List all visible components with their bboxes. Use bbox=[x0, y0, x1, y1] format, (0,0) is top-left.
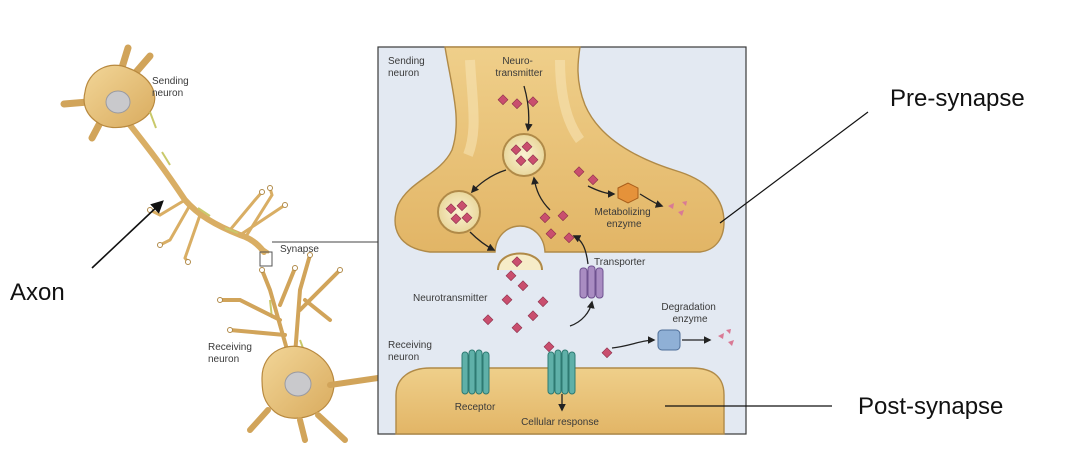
receiving-dendrite-tips bbox=[217, 252, 343, 333]
neuron-overview: Sending neuron Synapse Receiving neuron bbox=[60, 44, 381, 443]
sending-neuron-nucleus bbox=[105, 90, 131, 114]
transporter-protein bbox=[579, 265, 604, 299]
cellular-response-label: Cellular response bbox=[521, 417, 599, 428]
process-arrows bbox=[469, 85, 712, 412]
neurotransmitter-cleft-label: Neurotransmitter bbox=[413, 293, 488, 304]
vesicle bbox=[437, 190, 481, 234]
receiving-neuron-label: Receiving neuron bbox=[208, 342, 255, 365]
post-synapse-label: Post-synapse bbox=[858, 393, 1003, 420]
axon-terminal-branches bbox=[148, 186, 287, 264]
presynaptic-inner-highlight bbox=[463, 59, 585, 157]
detail-sending-neuron-label: Sending neuron bbox=[388, 56, 427, 79]
transporter-label: Transporter bbox=[594, 257, 646, 268]
receptor-label: Receptor bbox=[455, 402, 496, 413]
vesicle bbox=[502, 133, 546, 177]
receiving-neuron-dendrites bbox=[218, 253, 342, 362]
neurotransmitter-top-label: Neuro- transmitter bbox=[495, 56, 543, 79]
pre-synapse-pointer bbox=[719, 111, 869, 224]
degradation-enzyme-label: Degradation enzyme bbox=[661, 302, 718, 325]
outer-annotations: Pre-synapse Axon Post-synapse bbox=[10, 85, 1025, 420]
receptor-left bbox=[461, 349, 490, 395]
synapse-detail-panel: Sending neuron Neuro- transmitter Metabo… bbox=[377, 46, 747, 435]
axon-label: Axon bbox=[10, 279, 65, 306]
degradation-enzyme-shape bbox=[657, 329, 681, 351]
pre-synapse-label: Pre-synapse bbox=[890, 85, 1025, 112]
metabolizing-enzyme-label: Metabolizing enzyme bbox=[595, 207, 654, 230]
receiving-neuron-nucleus bbox=[284, 371, 312, 397]
metabolizing-enzyme-shape bbox=[617, 182, 639, 204]
degraded-fragments bbox=[668, 201, 734, 346]
sending-neuron-label: Sending neuron bbox=[152, 76, 191, 99]
synapse-marker-box bbox=[259, 251, 273, 267]
receiving-neuron-processes bbox=[247, 375, 381, 443]
neurotransmitter-molecules bbox=[445, 94, 673, 359]
detail-receiving-neuron-label: Receiving neuron bbox=[388, 340, 435, 363]
synapse-label: Synapse bbox=[280, 244, 319, 255]
axon-pointer bbox=[91, 200, 164, 269]
receptor-right bbox=[547, 349, 576, 395]
